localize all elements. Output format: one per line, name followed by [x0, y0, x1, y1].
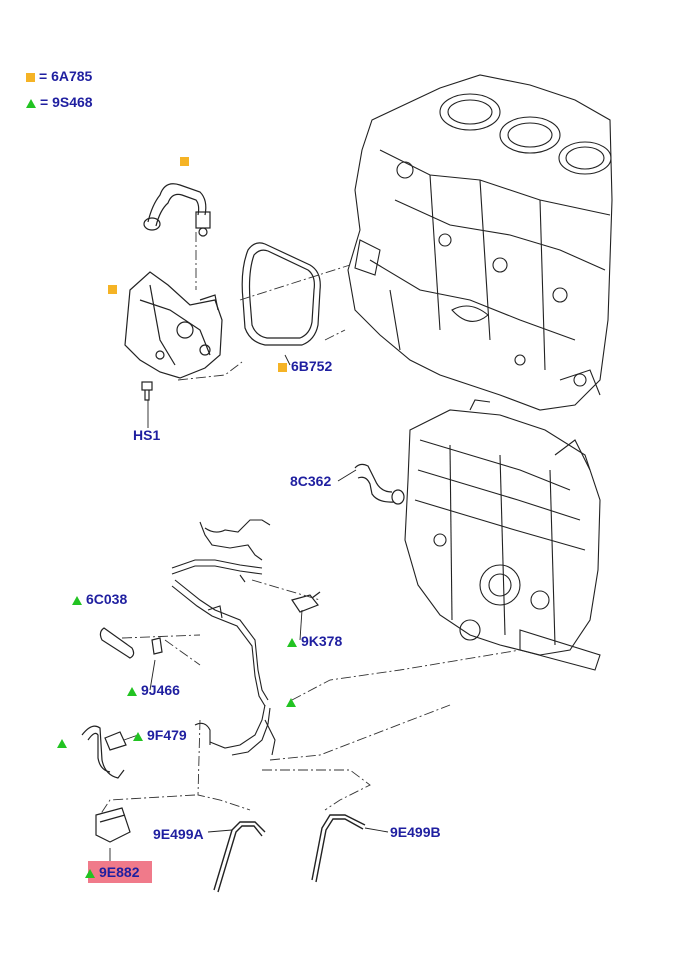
sensor-9k378-drawing — [291, 591, 321, 613]
triangle-marker-icon — [127, 686, 137, 696]
triangle-marker-icon — [133, 731, 143, 741]
triangle-marker-icon — [287, 637, 297, 647]
solid-leaders — [109, 354, 389, 866]
wiring-harness-drawing — [171, 519, 276, 756]
square-marker — [108, 285, 117, 294]
selected-part-highlight — [88, 861, 152, 883]
sleeve-6c038-drawing — [99, 627, 135, 659]
component-9e882-drawing — [95, 807, 131, 843]
tubes-9e499-drawing — [213, 814, 366, 893]
bolt-drawing — [141, 381, 153, 401]
legend-code: 9S468 — [52, 94, 93, 110]
legend-eq: = — [40, 94, 49, 110]
breather-hose-drawing — [143, 183, 211, 237]
leader-lines — [99, 232, 521, 816]
part-label-9f479[interactable]: 9F479 — [133, 727, 187, 743]
part-label-6c038[interactable]: 6C038 — [72, 591, 127, 607]
legend-item-triangle: = 9S468 — [26, 94, 93, 110]
square-marker — [180, 157, 189, 166]
part-label-9e499a[interactable]: 9E499A — [153, 826, 204, 842]
square-marker-icon — [278, 362, 287, 372]
engine-lower-drawing — [404, 399, 601, 671]
triangle-marker-icon — [26, 98, 36, 108]
square-marker-icon — [26, 72, 35, 82]
part-label-8c362[interactable]: 8C362 — [290, 473, 332, 489]
vacuum-hose-drawing — [81, 725, 127, 779]
triangle-marker — [57, 739, 67, 748]
triangle-marker-icon — [85, 868, 95, 878]
legend-code: 6A785 — [51, 68, 93, 84]
part-label-9e499b[interactable]: 9E499B — [390, 824, 441, 840]
hose-8c362-drawing — [354, 463, 405, 505]
triangle-marker — [286, 698, 296, 707]
triangle-marker-icon — [72, 595, 82, 605]
part-label-9e882[interactable]: 9E882 — [85, 864, 139, 880]
part-label-9k378[interactable]: 9K378 — [287, 633, 342, 649]
part-label-9j466[interactable]: 9J466 — [127, 682, 180, 698]
legend-item-square: = 6A785 — [26, 68, 92, 84]
legend-eq: = — [39, 68, 48, 84]
clip-9j466-drawing — [151, 637, 163, 655]
part-label-hs1[interactable]: HS1 — [133, 427, 161, 443]
engine-block-upper-drawing — [347, 74, 613, 411]
oil-separator-drawing — [124, 271, 223, 379]
part-label-6b752[interactable]: 6B752 — [278, 358, 332, 374]
gasket-drawing — [241, 242, 321, 346]
